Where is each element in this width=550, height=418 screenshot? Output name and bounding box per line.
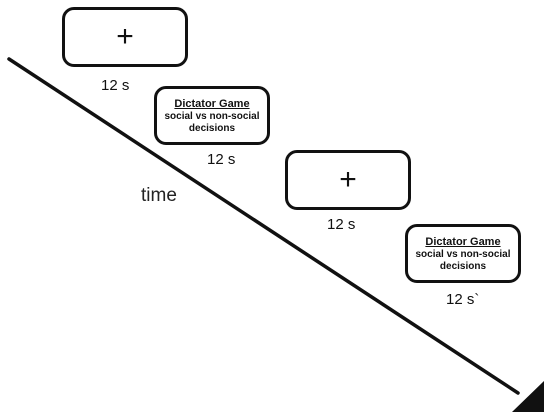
dictator-game-line1-1: social vs non-social	[164, 110, 260, 122]
duration-label-4: 12 s`	[446, 291, 480, 308]
time-arrow-line	[7, 57, 520, 395]
dictator-game-line2-2: decisions	[439, 260, 487, 272]
fixation-cross-2: +	[339, 163, 357, 196]
fixation-box-2: +	[285, 150, 411, 210]
dictator-game-title-2: Dictator Game	[425, 235, 501, 248]
dictator-game-line2-1: decisions	[188, 122, 236, 134]
dictator-game-line1-2: social vs non-social	[415, 248, 511, 260]
duration-label-3: 12 s	[327, 216, 356, 233]
time-arrow-head	[512, 381, 544, 412]
fixation-cross-1: +	[116, 20, 134, 53]
duration-label-2: 12 s	[207, 151, 236, 168]
time-axis-label: time	[141, 185, 177, 206]
dictator-game-title-1: Dictator Game	[174, 97, 250, 110]
fixation-box-1: +	[62, 7, 188, 67]
dictator-game-box-1: Dictator Game social vs non-social decis…	[154, 86, 270, 145]
duration-label-1: 12 s	[101, 77, 130, 94]
dictator-game-box-2: Dictator Game social vs non-social decis…	[405, 224, 521, 283]
